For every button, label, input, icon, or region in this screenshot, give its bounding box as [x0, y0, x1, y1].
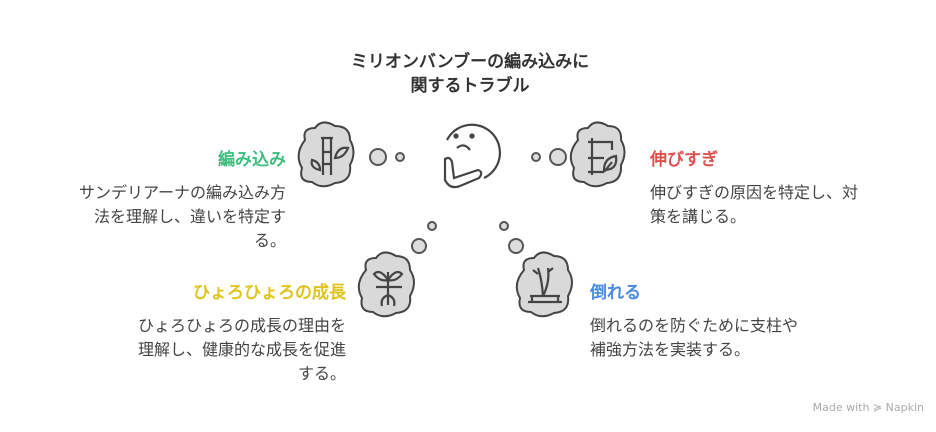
title-line: 関するトラブル [410, 76, 530, 96]
item-title-braiding: 編み込み [218, 150, 286, 170]
item-desc-overgrowth: 伸びすぎの原因を特定し、対策を講じる。 [650, 181, 920, 229]
item-title-leggy-growth: ひょろひょろの成長 [193, 283, 346, 303]
cloud [569, 121, 626, 188]
item-title-falling-over: 倒れる [590, 283, 641, 303]
desc-line: 策を講じる。 [650, 207, 747, 226]
napkin-credit: Made with ≽ Napkin [812, 401, 924, 414]
desc-line: ひょろひょろの成長の理由を [137, 316, 346, 335]
item-title-overgrowth: 伸びすぎ [650, 150, 718, 170]
desc-line: 理解し、健康的な成長を促進 [137, 340, 346, 359]
cloud [515, 251, 573, 318]
desc-line: する。 [297, 364, 346, 383]
item-desc-braiding: サンデリアーナの編み込み方法を理解し、違いを特定する。 [20, 181, 286, 253]
thinking-face-icon [443, 123, 501, 189]
bamboo-icon [310, 136, 350, 175]
cloud [297, 121, 355, 188]
desc-line: 倒れるのを防ぐために支柱や [590, 316, 799, 335]
cloud [357, 251, 415, 318]
thought-bubbles [369, 148, 567, 254]
desc-line: る。 [253, 231, 286, 250]
desc-line: 補強方法を実装する。 [590, 340, 751, 359]
desc-line: 法を理解し、違いを特定す [93, 207, 286, 226]
bonsai-icon [528, 267, 562, 304]
item-desc-leggy-growth: ひょろひょろの成長の理由を理解し、健康的な成長を促進する。 [60, 314, 346, 386]
desc-line: 伸びすぎの原因を特定し、対 [650, 183, 859, 202]
diagram-title: ミリオンバンブーの編み込みに関するトラブル [300, 50, 640, 98]
title-line: ミリオンバンブーの編み込みに [350, 52, 590, 72]
trellis-leaf-icon [588, 138, 618, 175]
item-desc-falling-over: 倒れるのを防ぐために支柱や補強方法を実装する。 [590, 314, 870, 362]
desc-line: サンデリアーナの編み込み方 [78, 183, 286, 202]
seedling-roots-icon [372, 270, 404, 307]
